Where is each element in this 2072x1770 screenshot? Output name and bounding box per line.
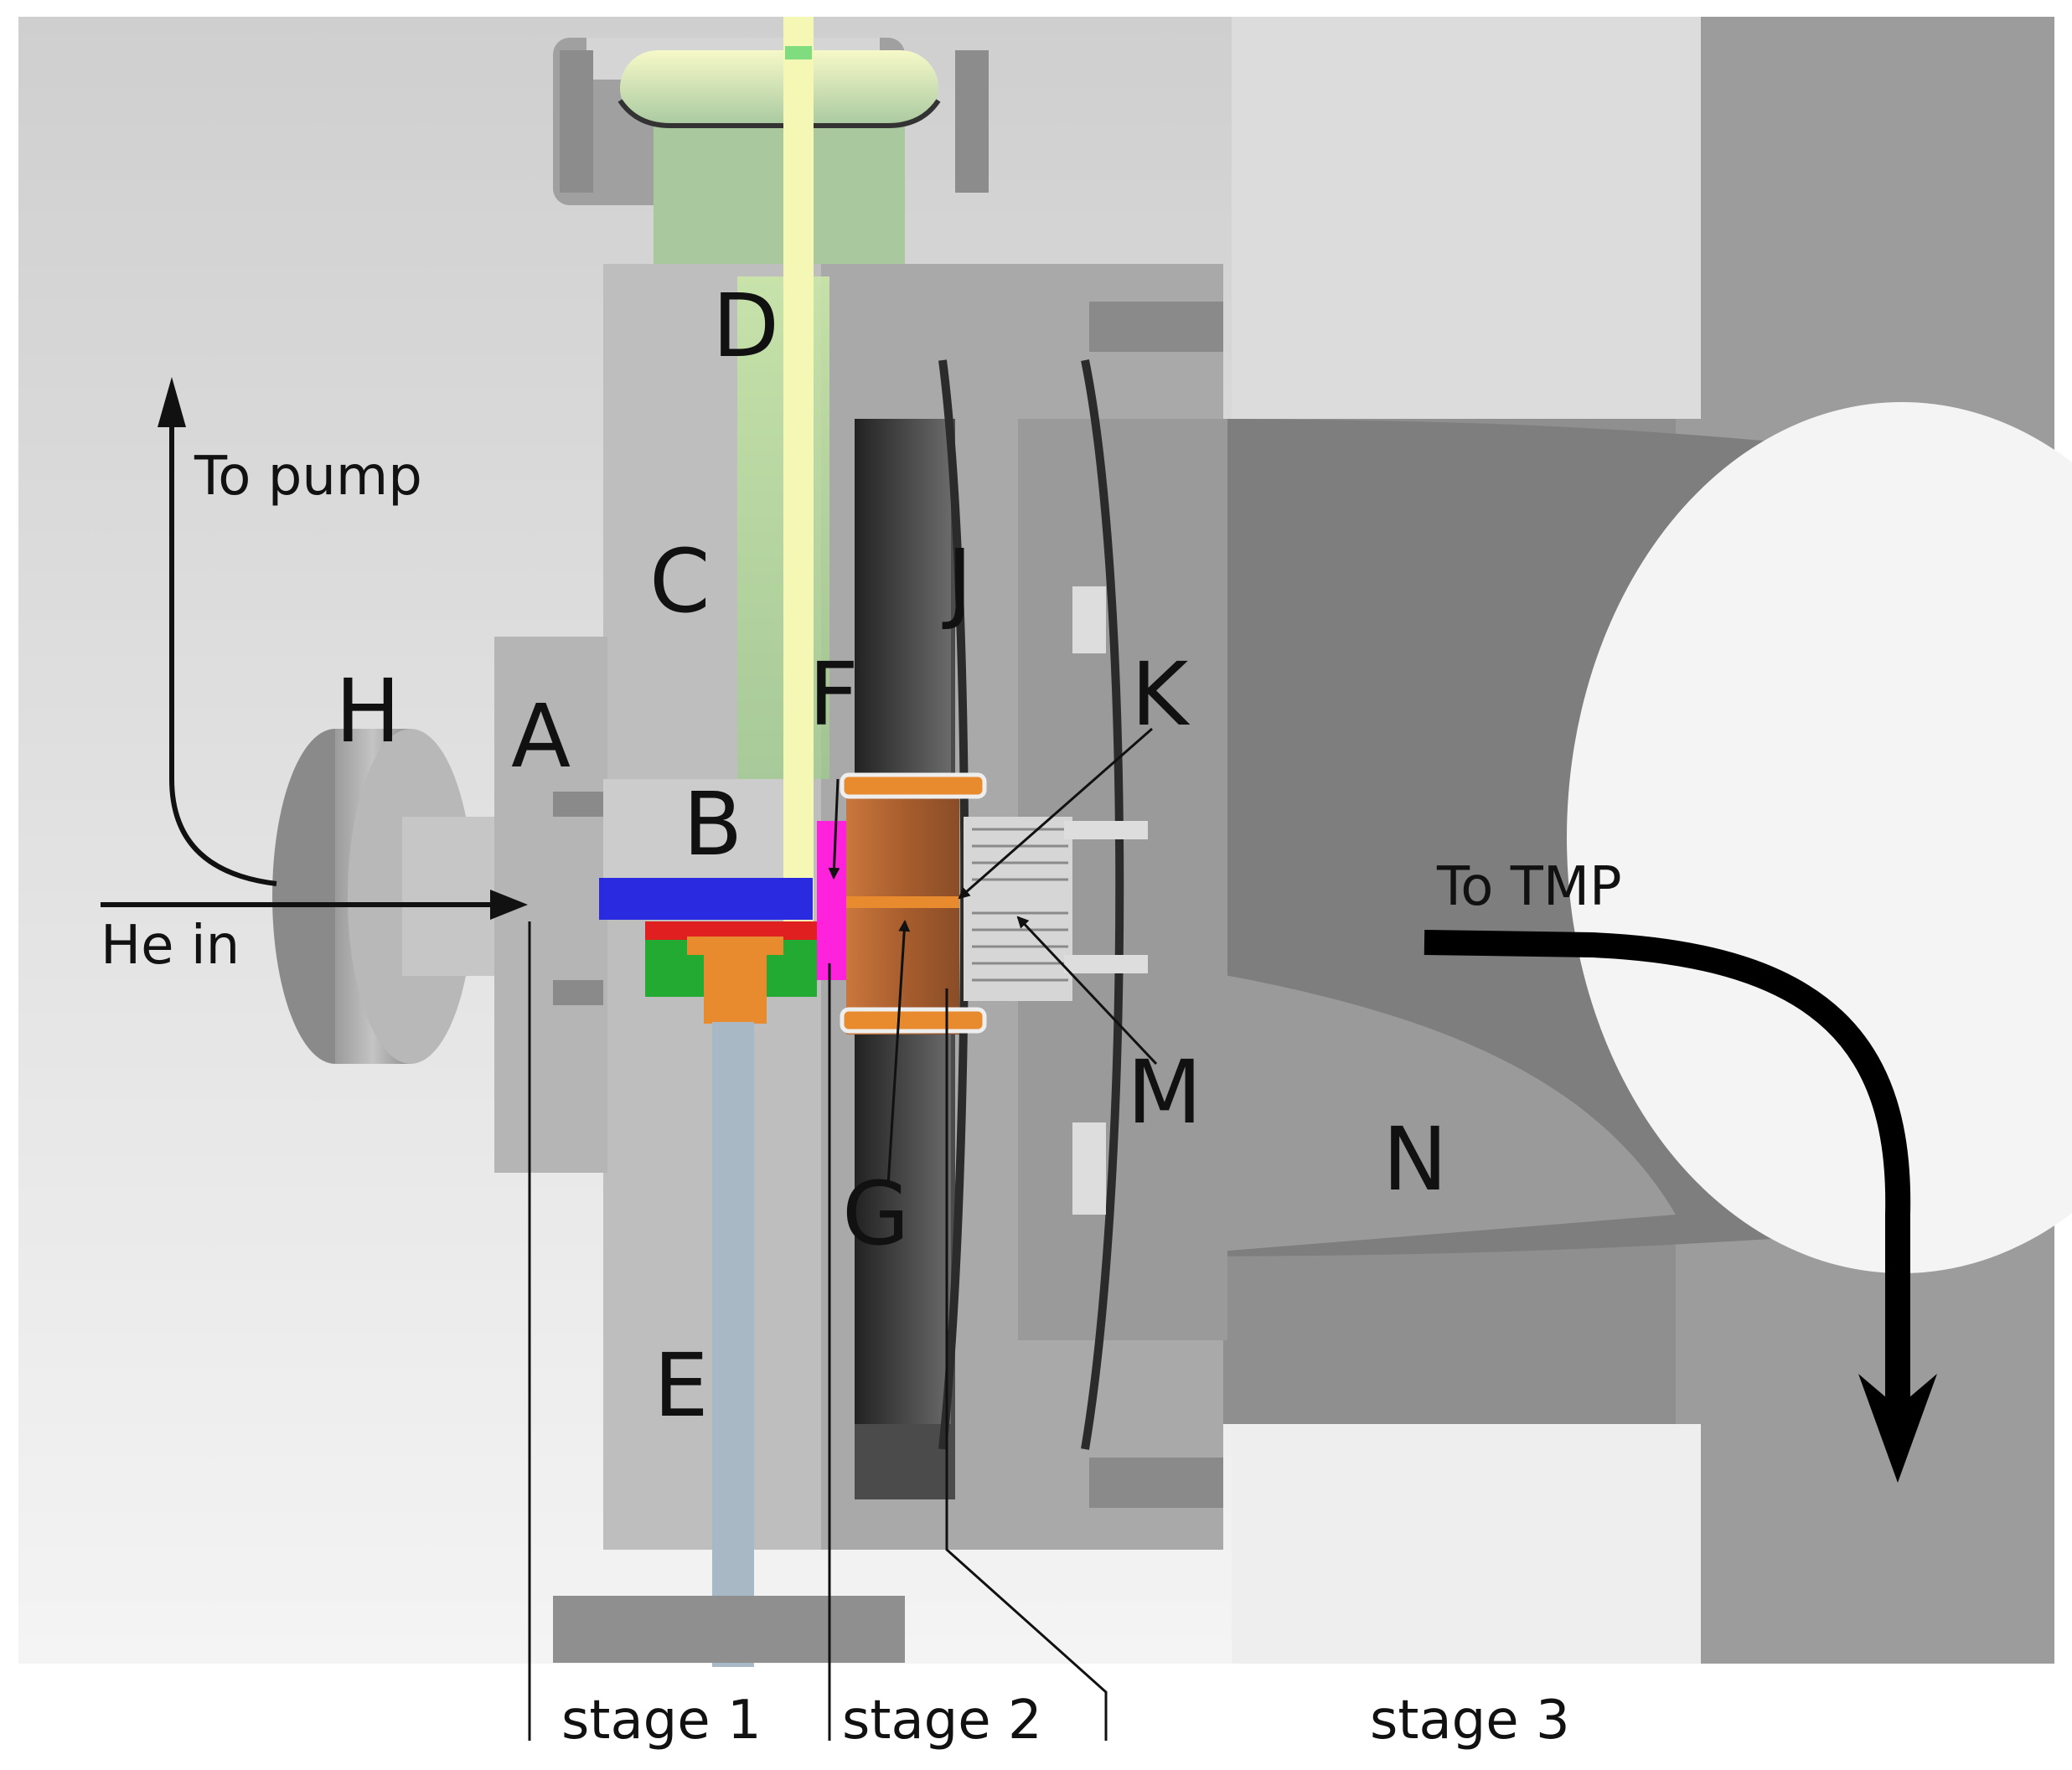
to-pump-arrow (169, 402, 277, 886)
label-G: G (842, 1163, 910, 1265)
to-tmp-arrow (1424, 930, 1911, 1407)
heater (645, 921, 817, 940)
beam-marker (785, 46, 812, 59)
to-pump-label: To pump (194, 446, 422, 508)
label-E: E (654, 1334, 709, 1437)
label-N: N (1382, 1108, 1448, 1210)
H-flange (272, 637, 607, 1173)
label-K: K (1131, 643, 1191, 746)
bottom-mount (553, 1596, 905, 1663)
B-block (603, 779, 813, 880)
label-D: D (712, 275, 779, 377)
label-H: H (335, 660, 400, 762)
stage-3-label: stage 3 (1370, 1690, 1570, 1752)
K-wall-curve (1081, 359, 1124, 1450)
top-viewport (553, 38, 989, 268)
stage-dividers (528, 921, 1108, 1741)
copper-stack-G (840, 772, 987, 1035)
label-J: J (942, 530, 973, 632)
label-C: C (649, 530, 710, 632)
stage3-chamber (1022, 17, 2072, 1664)
stage-1-label: stage 1 (561, 1690, 762, 1752)
stage-2-label: stage 2 (842, 1690, 1042, 1752)
label-A: A (511, 685, 571, 787)
feedthrough-E (712, 1022, 754, 1667)
copper-T-top (687, 937, 783, 955)
to-tmp-label: To TMP (1436, 856, 1622, 918)
arrows (101, 377, 1937, 1483)
he-in-label: He in (101, 915, 240, 977)
laser-beam (783, 17, 814, 921)
label-F: F (809, 643, 859, 746)
label-B: B (683, 773, 742, 875)
gas-channel (599, 878, 813, 920)
label-M: M (1127, 1041, 1202, 1143)
orifice-F (817, 821, 847, 980)
